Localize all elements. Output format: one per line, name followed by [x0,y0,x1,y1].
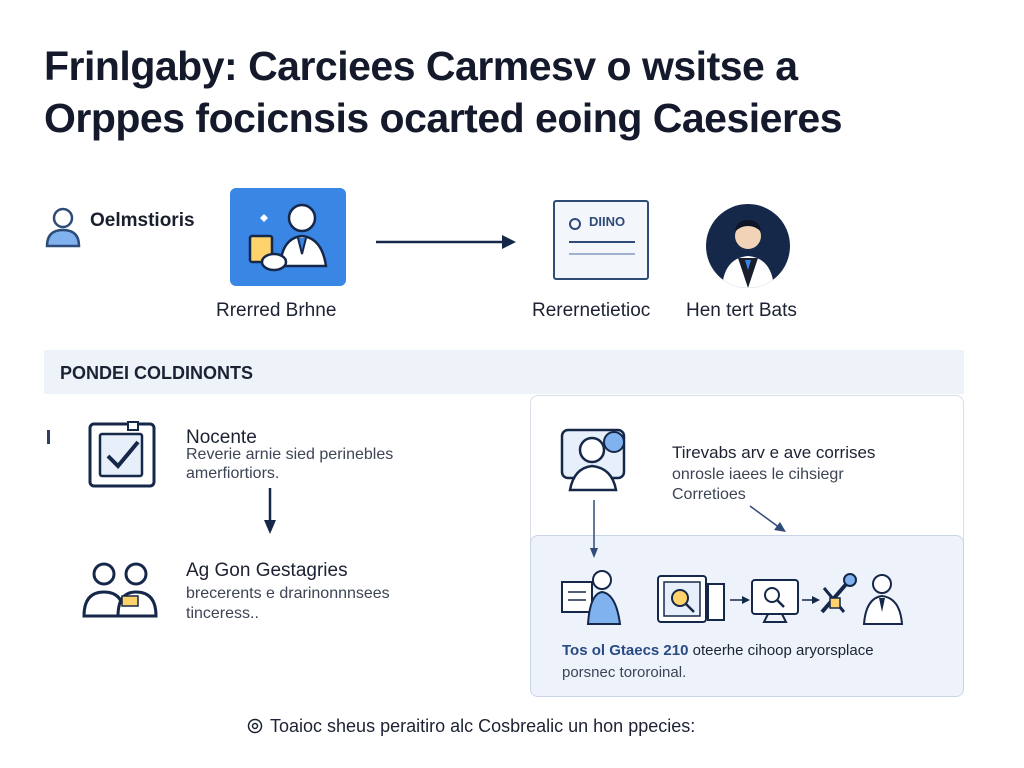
businessman-small-icon [862,574,904,625]
observer-label: Oelmstioris [90,210,195,231]
monitor-search-icon [751,579,799,623]
tools-icon [820,573,857,614]
card-1-label: Rrerred Brhne [216,300,337,321]
section-band-label: PONDEI COLDINONTS [60,363,254,383]
checklist-icon [88,421,156,488]
people-icon [82,562,158,618]
avatar-label: Hen tert Bats [686,300,797,321]
footer-caption: Toaioc sheus peraitiro alc Cosbrealic un… [270,716,696,736]
flow-desc: porsnec tororoinal. [562,664,687,681]
professional-icon [248,203,328,272]
arrow-diagonal-icon [749,505,786,532]
step-2-title: Ag Gon Gestagries [186,560,348,581]
document-lines-icon [569,241,635,255]
flow-title-rest: oteerhe cihoop aryorsplace [688,642,874,659]
panel-desc-line-1: onrosle iaees le cihsiegr [672,466,844,483]
arrow-down-icon [264,488,276,534]
card-2-label: Rerernetietioc [532,300,651,321]
panel-desc-line-2: Corretioes [672,486,746,503]
info-circle-icon [247,718,263,734]
arrow-down-small-icon [590,500,598,558]
step-1-desc: Reverie arnie sied perinebles amerfiorti… [186,445,393,483]
folder-search-icon [657,575,725,623]
step-1-desc-line-1: Reverie arnie sied perinebles [186,446,394,463]
document-ring-icon [569,218,581,230]
step-1-title: Nocente [186,427,257,448]
arrow-right-icon [376,235,516,249]
step-2-desc-line-2: tinceress.. [186,605,259,622]
title-line-1: Frinlgaby: Carciees Carmesv o wsitse a [44,43,798,89]
document-card: DIINO [553,200,649,280]
chat-support-icon [560,428,626,492]
section-band [44,350,964,394]
step-2-desc-line-1: brecerents e drarinonnnsees [186,585,390,602]
step-2-desc: brecerents e drarinonnnsees tinceress.. [186,584,390,624]
page-title: Frinlgaby: Carciees Carmesv o wsitse a O… [44,40,944,144]
businessman-icon [722,220,774,288]
flow-title: Tos ol Gtaecs 210 oteerhe cihoop aryorsp… [562,642,874,659]
flow-title-bold: Tos ol Gtaecs 210 [562,642,689,659]
person-icon [45,207,81,248]
marker-tick [47,430,50,444]
step-1-desc-line-2: amerfiortiors. [186,465,280,482]
process-flow-icons [561,570,904,625]
agent-document-icon [561,570,622,625]
panel-desc: onrosle iaees le cihsiegr Corretioes [672,465,844,505]
avatar [706,204,790,288]
document-header: DIINO [589,214,626,229]
professional-card [230,188,346,286]
title-line-2: Orppes focicnsis ocarted eoing Caesieres [44,95,843,141]
panel-title: Tirevabs arv e ave corrises [672,443,876,462]
